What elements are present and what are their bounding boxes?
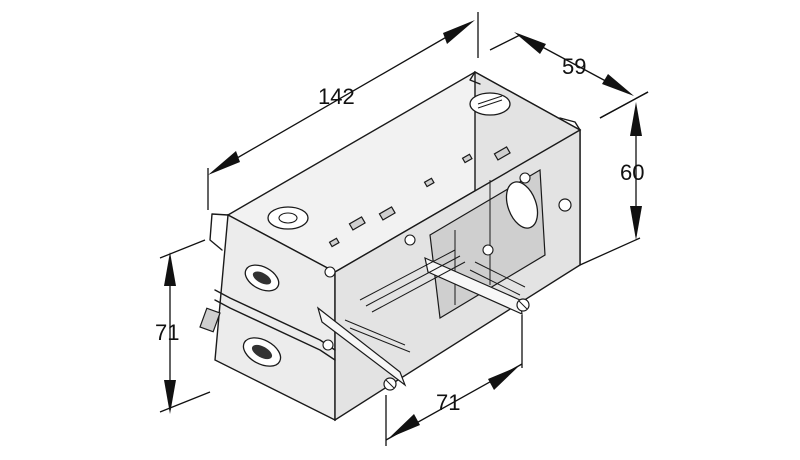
dimension-height-front: 71	[155, 239, 211, 414]
device-box	[199, 70, 582, 422]
dimension-depth: 59	[489, 32, 649, 119]
dimension-height-side-label: 60	[620, 160, 644, 185]
dimension-depth-label: 59	[562, 54, 586, 79]
rail-front	[316, 306, 407, 387]
screw-end	[519, 172, 572, 212]
dimension-width-front-label: 71	[436, 390, 460, 415]
dimension-length: 142	[207, 12, 479, 210]
dimension-height-front-label: 71	[155, 320, 179, 345]
screw-side-left	[322, 266, 336, 351]
dimension-width-front: 71	[385, 315, 523, 446]
dimension-length-label: 142	[318, 84, 355, 109]
dimension-height-side: 60	[579, 91, 649, 266]
rail-back	[424, 256, 523, 315]
screw-back	[516, 298, 530, 312]
screw-front	[383, 377, 397, 391]
knockout-oval	[505, 181, 539, 229]
